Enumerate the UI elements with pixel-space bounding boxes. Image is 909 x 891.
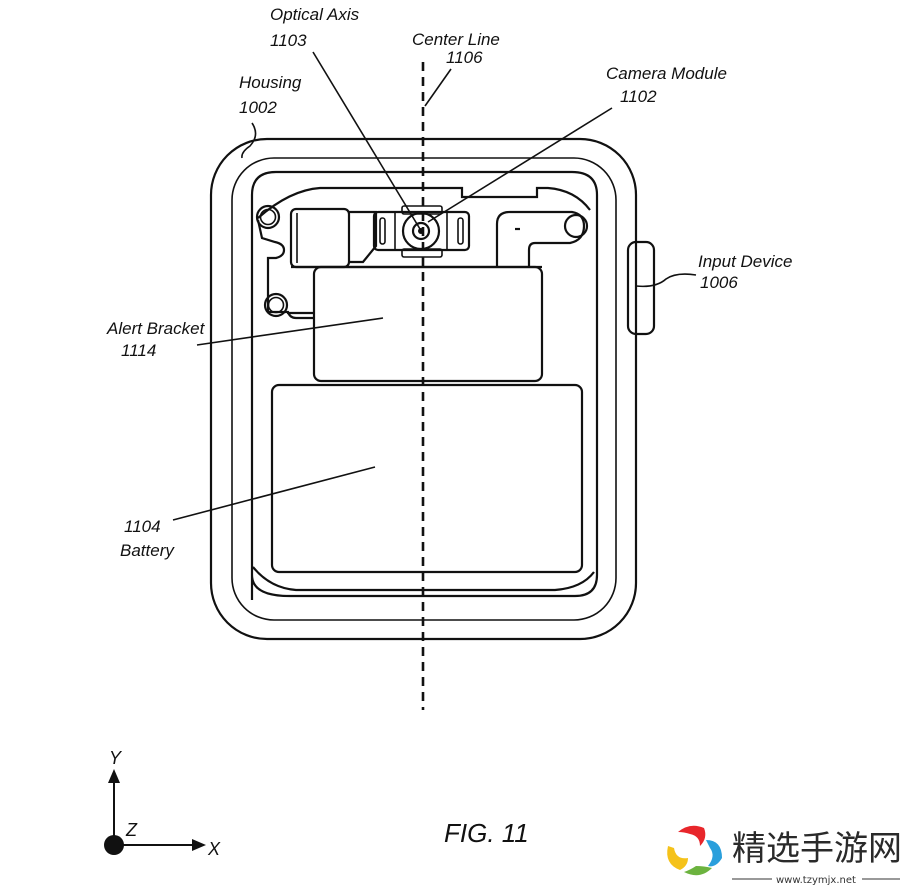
center-line-ref: 1106 xyxy=(446,48,483,67)
x-axis-label: X xyxy=(207,839,221,859)
logo-swirl-blue xyxy=(706,840,722,867)
alert-bracket xyxy=(312,265,544,383)
camera-slot-right xyxy=(457,217,464,245)
leader-center-line xyxy=(424,68,452,107)
x-axis-arrowhead xyxy=(192,839,206,851)
screw-right-outer xyxy=(563,213,589,239)
right-mount-plate xyxy=(495,210,586,267)
z-axis-dot xyxy=(104,835,124,855)
y-axis-label: Y xyxy=(109,748,123,768)
camera-lens-outer xyxy=(401,211,441,251)
y-axis-arrowhead xyxy=(108,769,120,783)
camera-slot-left xyxy=(379,217,386,245)
housing-ref: 1002 xyxy=(239,98,277,117)
logo-swirl-red xyxy=(678,825,706,846)
battery-tray xyxy=(252,566,595,592)
watermark-logo: 精选手游网 www.tzymjx.net xyxy=(667,825,902,886)
leader-camera-module xyxy=(427,107,613,223)
inner-cavity xyxy=(250,170,599,600)
watermark-text: 精选手游网 xyxy=(732,829,902,869)
leader-input-device xyxy=(635,273,697,288)
figure-title: FIG. 11 xyxy=(444,818,529,848)
camera-lens-inner xyxy=(411,221,431,241)
battery-label: Battery xyxy=(120,541,175,560)
logo-swirl-yellow xyxy=(667,846,688,870)
screw-mid-left-outer xyxy=(263,292,289,318)
alert-bracket-ref: 1114 xyxy=(121,341,156,360)
internal-frame-top xyxy=(257,186,591,219)
alert-bracket-label: Alert Bracket xyxy=(106,319,206,338)
camera-module-label: Camera Module xyxy=(606,64,727,83)
leader-battery xyxy=(172,466,376,521)
leader-optical-axis xyxy=(312,51,421,230)
screw-mid-left-inner xyxy=(267,296,285,314)
housing-label: Housing xyxy=(239,73,302,92)
logo-swirl-green xyxy=(684,866,712,876)
center-line-label: Center Line xyxy=(412,30,500,49)
battery-ref: 1104 xyxy=(124,517,161,536)
screw-top-left-outer xyxy=(255,204,281,230)
battery xyxy=(270,383,584,574)
optical-axis-ref: 1103 xyxy=(270,31,307,50)
flex-cable xyxy=(349,210,378,264)
leader-alert-bracket xyxy=(196,317,384,346)
camera-module-ref: 1102 xyxy=(620,87,657,106)
screw-top-left-inner xyxy=(259,208,277,226)
input-device-label: Input Device xyxy=(698,252,793,271)
left-connector xyxy=(289,207,351,269)
input-device-ref: 1006 xyxy=(700,273,738,292)
optical-axis-label: Optical Axis xyxy=(270,5,360,24)
watermark-url: www.tzymjx.net xyxy=(776,875,856,886)
input-device xyxy=(626,240,656,336)
left-mount-plate xyxy=(256,219,314,320)
z-axis-label: Z xyxy=(125,820,138,840)
leader-housing xyxy=(241,122,257,159)
